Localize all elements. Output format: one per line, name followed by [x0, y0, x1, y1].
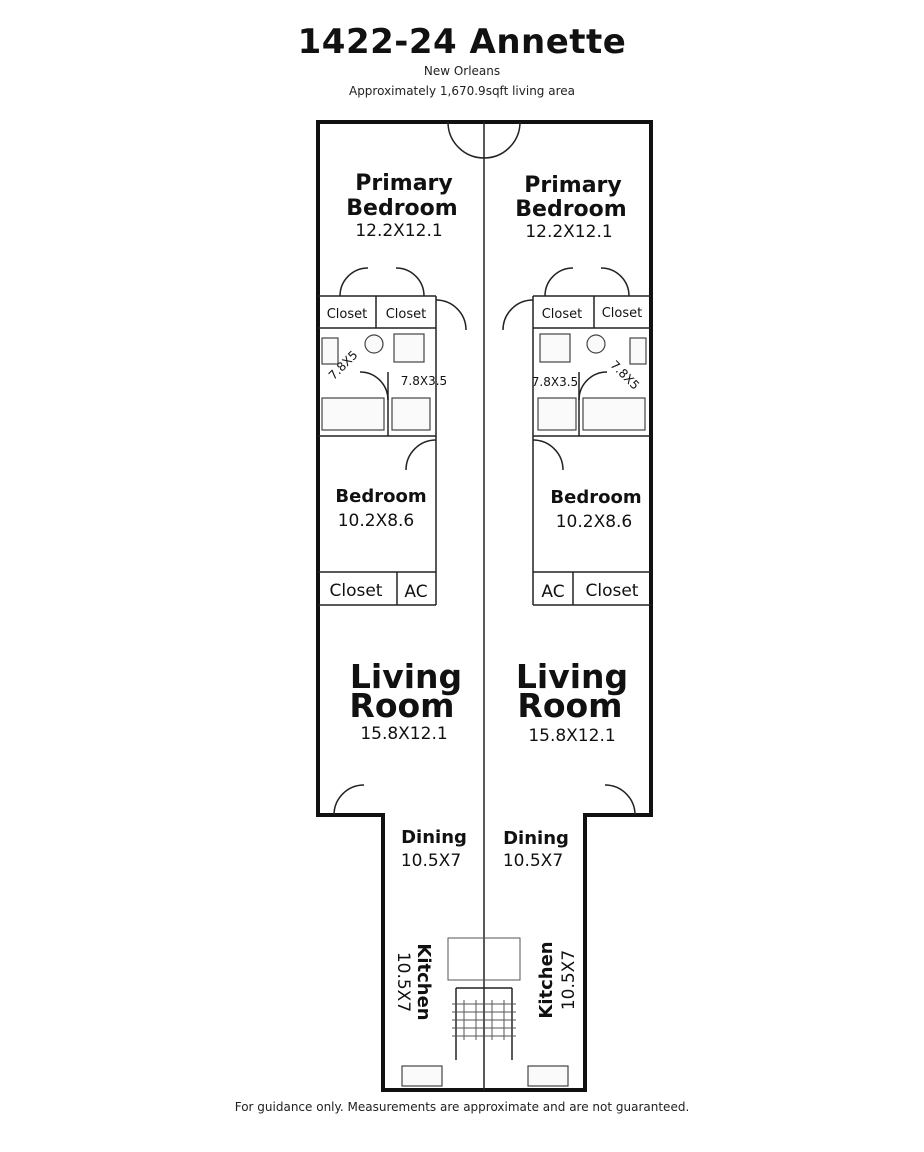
kitchen-sinks	[401, 1065, 569, 1087]
left-living-line2: Room	[349, 686, 454, 725]
right-living-line1: Living	[516, 657, 628, 696]
right-living-line2: Room	[517, 686, 622, 725]
left-primary-bedroom-line1: Primary	[355, 171, 452, 196]
right-unit-labels: Primary Bedroom 12.2X12.1 Closet Closet …	[503, 173, 642, 1019]
left-primary-bedroom-line2: Bedroom	[346, 196, 457, 221]
right-unit-walls	[502, 267, 651, 816]
left-kitchen-name: Kitchen	[413, 943, 434, 1020]
right-kitchen-name: Kitchen	[536, 941, 557, 1018]
left-living-line1: Living	[350, 657, 462, 696]
plan-area: Approximately 1,670.9sqft living area	[348, 84, 575, 98]
left-dining-dims: 10.5X7	[401, 851, 461, 871]
right-dining-name: Dining	[503, 828, 569, 849]
right-bath-a-dims: 7.8X3.5	[532, 375, 578, 389]
right-bedroom-name: Bedroom	[550, 487, 641, 508]
right-closet-b: Closet	[602, 306, 643, 321]
left-closet-c: Closet	[330, 581, 383, 601]
left-unit-labels: Primary Bedroom 12.2X12.1 Closet Closet …	[326, 171, 467, 1021]
plan-location: New Orleans	[423, 64, 501, 78]
right-primary-bedroom-line2: Bedroom	[515, 197, 626, 222]
right-primary-bedroom-line1: Primary	[524, 173, 621, 198]
right-dining-dims: 10.5X7	[503, 851, 563, 871]
left-bedroom-dims: 10.2X8.6	[338, 511, 415, 531]
left-bedroom-name: Bedroom	[335, 486, 426, 507]
left-living-dims: 15.8X12.1	[360, 724, 447, 744]
right-ac: AC	[541, 582, 564, 602]
exterior-walls	[316, 120, 653, 1092]
left-kitchen-dims: 10.5X7	[393, 952, 413, 1012]
left-bath-b-dims: 7.8X3.5	[401, 374, 447, 388]
left-unit-walls	[318, 267, 467, 816]
left-ac: AC	[404, 582, 427, 602]
right-kitchen-dims: 10.5X7	[559, 950, 579, 1010]
rear-stairs	[447, 937, 521, 1060]
left-primary-bedroom-dims: 12.2X12.1	[355, 221, 442, 241]
right-living-dims: 15.8X12.1	[528, 726, 615, 746]
right-bedroom-dims: 10.2X8.6	[556, 512, 633, 532]
right-primary-bedroom-dims: 12.2X12.1	[525, 222, 612, 242]
left-closet-b: Closet	[386, 307, 427, 322]
front-doors	[447, 121, 521, 159]
right-closet-c: Closet	[586, 581, 639, 601]
disclaimer: For guidance only. Measurements are appr…	[234, 1100, 690, 1114]
plan-title: 1422-24 Annette	[297, 22, 627, 62]
left-closet-a: Closet	[327, 307, 368, 322]
right-closet-a: Closet	[542, 307, 583, 322]
left-dining-name: Dining	[401, 827, 467, 848]
